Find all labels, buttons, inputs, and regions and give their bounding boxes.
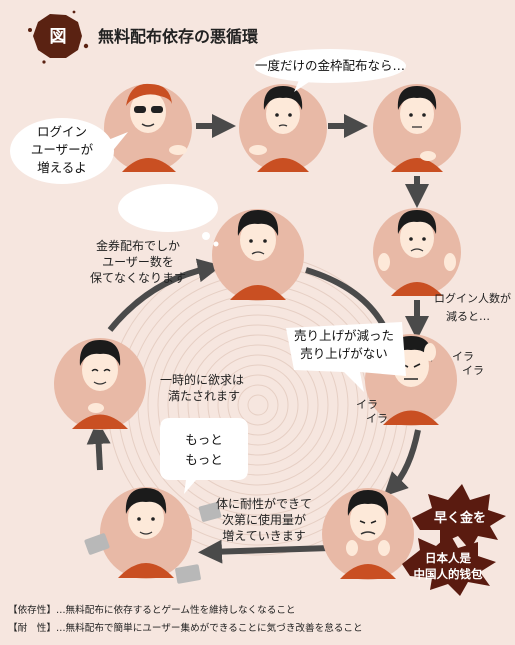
cycle-arrow-right [383, 429, 421, 497]
burst-top-text: 早く金を [434, 510, 486, 526]
background-ring [137, 284, 379, 526]
burst-bottom-line-2: 中国人的钱包 [414, 567, 483, 581]
tolerance-line-2: 次第に使用量が [222, 512, 306, 527]
speech-bubble-top: 一度だけの金枠配布なら… [254, 49, 406, 92]
tolerance-line-3: 増えていきます [222, 529, 305, 543]
ira-bottom-2: イラ [366, 412, 388, 425]
background-ring [217, 364, 299, 446]
ira-top-2: イラ [462, 364, 484, 377]
motto-line-2: もっと [185, 452, 223, 467]
starburst-bottom: 日本人是 中国人的钱包 [402, 534, 496, 596]
background-ring [177, 324, 339, 486]
cycle-top-line-2: ユーザー数を [102, 254, 174, 269]
background-ring [157, 304, 359, 506]
background-ring [227, 374, 289, 436]
footer-line-1: 【依存性】…無料配布に依存するとゲーム性を維持しなくなること [8, 604, 296, 616]
page-title: 無料配布依存の悪循環 [98, 27, 259, 46]
background-ring [207, 354, 309, 456]
ira-top-1: イラ [452, 350, 474, 363]
person-bottom-right [322, 488, 414, 580]
sales-bubble-line-1: 売り上げが減った [294, 328, 394, 343]
login-bubble-line-1: ログイン [37, 124, 87, 139]
person-3 [373, 208, 461, 296]
cycle-arrow-left [86, 420, 111, 471]
starburst-top: 早く金を [412, 484, 506, 550]
login-bubble-line-3: 増えるよ [37, 160, 87, 175]
login-bubble-line-2: ユーザーが [31, 142, 94, 157]
speech-bubble-motto: もっと もっと [160, 418, 248, 494]
coin-bag-icons [84, 502, 222, 584]
person-sunglasses [104, 83, 192, 172]
person-1 [239, 84, 327, 172]
background-ring [237, 384, 279, 426]
cycle-top-line-3: 保てなくなります [90, 271, 186, 285]
motto-line-1: もっと [185, 432, 223, 447]
cycle-arrow-top-left [107, 258, 222, 332]
person-left-cycle [54, 338, 146, 430]
login-drop-line-2: 減ると… [446, 309, 490, 323]
person-2 [373, 84, 461, 172]
background-ring [187, 334, 329, 476]
top-speech-text: 一度だけの金枠配布なら… [255, 58, 405, 73]
badge-label: 図 [50, 27, 67, 47]
footer-line-2: 【耐 性】…無料配布で簡単にユーザー集めができることに気づき改善を怠ること [8, 622, 363, 634]
cycle-left-line-1: 一時的に欲求は [160, 372, 244, 387]
cycle-top-line-1: 金券配布でしか [96, 238, 180, 253]
background-ring [247, 394, 269, 416]
background-ring [167, 314, 349, 496]
person-bottom-left [100, 487, 192, 579]
empty-thought-bubble [118, 184, 219, 247]
sales-bubble-line-2: 売り上げがない [300, 346, 388, 361]
tolerance-line-1: 体に耐性ができて [216, 496, 312, 511]
speech-bubble-login: ログイン ユーザーが 増えるよ [10, 118, 128, 184]
person-top-cycle [212, 209, 304, 301]
cycle-left-line-2: 満たされます [168, 389, 240, 403]
cycle-arrow-bottom [198, 539, 331, 564]
burst-bottom-line-1: 日本人是 [425, 551, 471, 565]
header-badge: 図 [28, 10, 89, 64]
speech-bubble-sales: 売り上げが減った 売り上げがない [286, 322, 406, 392]
login-drop-line-1: ログイン人数が [434, 291, 511, 305]
ira-bottom-1: イラ [356, 398, 378, 411]
background-ring [197, 344, 319, 466]
